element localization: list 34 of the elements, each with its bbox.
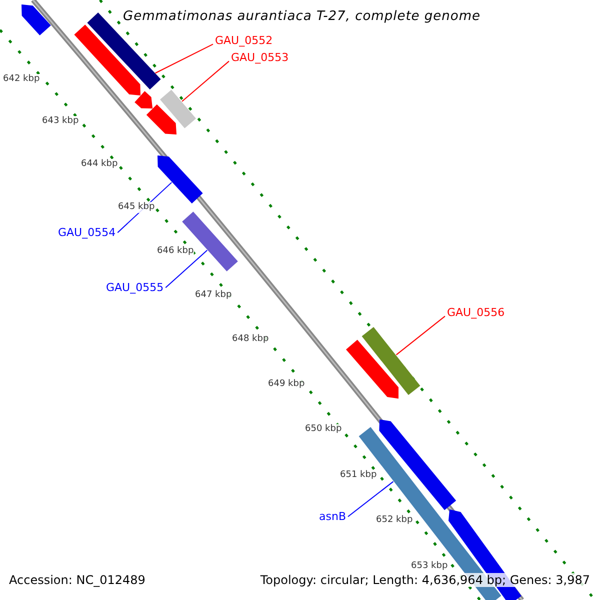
gene-bar bbox=[146, 104, 177, 135]
gene-bar bbox=[379, 419, 456, 510]
gene-label: GAU_0552 bbox=[215, 34, 273, 48]
leader-line bbox=[348, 481, 394, 518]
tick-label: 649 kbp bbox=[268, 379, 305, 390]
tick-label: 651 kbp bbox=[340, 470, 377, 481]
gene-label: GAU_0554 bbox=[58, 226, 116, 240]
gene-label: GAU_0555 bbox=[106, 281, 164, 294]
leader-line bbox=[182, 60, 230, 102]
tick-label: 647 kbp bbox=[195, 290, 232, 301]
leader-line bbox=[396, 316, 446, 356]
gene-bar bbox=[21, 4, 51, 36]
leader-line bbox=[154, 44, 214, 74]
gene-label: asnB bbox=[319, 510, 346, 524]
leader-line bbox=[165, 250, 208, 288]
gene-bar bbox=[362, 327, 420, 395]
tick-label: 643 kbp bbox=[42, 116, 79, 127]
tick-label: 652 kbp bbox=[376, 515, 413, 526]
tick-label: 645 kbp bbox=[118, 202, 155, 213]
tick-label: 642 kbp bbox=[3, 74, 40, 85]
footer-text: Accession: NC_012489 bbox=[9, 573, 146, 588]
gene-bar bbox=[160, 90, 196, 128]
tick-label: 648 kbp bbox=[232, 334, 269, 345]
gene-bar bbox=[74, 24, 141, 96]
tick-label: 646 kbp bbox=[157, 246, 194, 257]
gene-label: GAU_0556 bbox=[447, 306, 505, 320]
tick-label: 644 kbp bbox=[81, 159, 118, 170]
gene-bar bbox=[157, 155, 203, 204]
diagram-title: Gemmatimonas aurantiaca T-27, complete genome bbox=[123, 9, 481, 25]
gene-label: GAU_0553 bbox=[231, 51, 289, 64]
tick-label: 650 kbp bbox=[305, 424, 342, 435]
tick-label: 653 kbp bbox=[411, 561, 448, 572]
gene-bar bbox=[346, 340, 398, 399]
footer-text: Topology: circular; Length: 4,636,964 bp; Genes: 3,987 bbox=[260, 573, 590, 588]
